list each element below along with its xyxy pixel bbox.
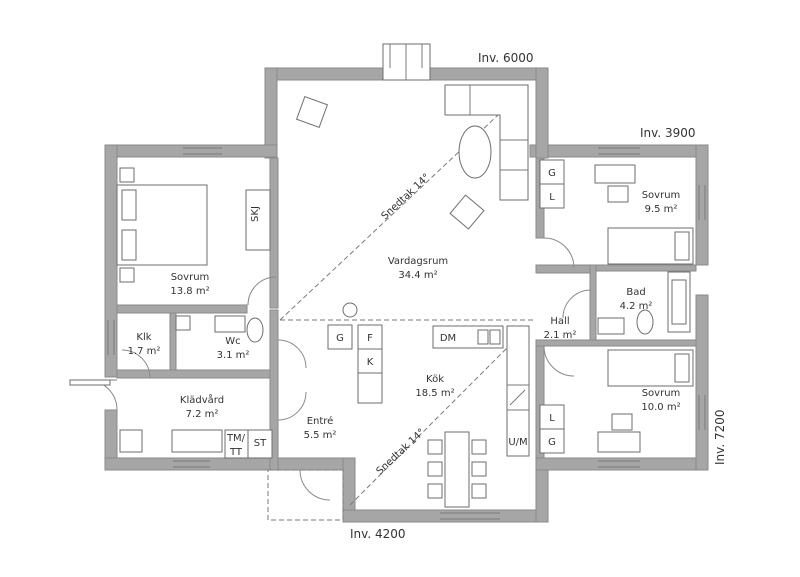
room-hall-area: 2.1 m² — [544, 330, 577, 341]
slope-lines — [279, 84, 536, 506]
fixture-st: ST — [254, 438, 267, 449]
fixture-l-right-bottom: L — [549, 413, 555, 424]
room-sovrum-left-name: Sovrum — [171, 272, 210, 283]
fixture-skj: SKJ — [250, 206, 261, 222]
wet-rooms — [119, 271, 691, 459]
fixture-g-right-top: G — [548, 168, 556, 179]
terrace-doors — [382, 43, 431, 81]
bedroom-right-furniture — [539, 159, 694, 454]
dimension-top: Inv. 6000 — [478, 51, 533, 65]
fixture-k: K — [367, 357, 374, 368]
dimension-right-upper: Inv. 3900 — [640, 126, 695, 140]
fixture-f: F — [367, 333, 373, 344]
room-kladvard-area: 7.2 m² — [186, 409, 219, 420]
room-hall-name: Hall — [550, 316, 569, 327]
room-kok-name: Kök — [426, 374, 444, 385]
dimension-bottom: Inv. 4200 — [350, 527, 405, 541]
room-sovrum-left-area: 13.8 m² — [170, 286, 209, 297]
room-wc-area: 3.1 m² — [217, 350, 250, 361]
outer-walls — [104, 67, 709, 523]
room-klk-name: Klk — [136, 332, 151, 343]
fixture-l-right-top: L — [549, 192, 555, 203]
room-bad-name: Bad — [626, 287, 645, 298]
slope-label-lower: Snedtak 14° — [375, 427, 428, 477]
kitchen-fixtures — [327, 324, 530, 508]
room-klk-area: 1.7 m² — [128, 346, 161, 357]
room-vardagsrum-name: Vardagsrum — [388, 256, 448, 267]
fixture-um: U/M — [508, 437, 527, 448]
room-sovrum-right-bottom-area: 10.0 m² — [641, 402, 680, 413]
room-kladvard-name: Klädvård — [180, 393, 224, 406]
fixture-dm: DM — [440, 333, 456, 344]
room-sovrum-right-top-name: Sovrum — [642, 190, 681, 201]
bedroom-left-furniture — [116, 167, 271, 283]
slope-label-upper: Snedtak 14° — [380, 172, 433, 222]
room-vardagsrum-area: 34.4 m² — [398, 270, 437, 281]
room-entre-area: 5.5 m² — [304, 430, 337, 441]
living-furniture — [295, 84, 529, 318]
fixture-g-kitchen: G — [336, 333, 344, 344]
fixture-tm-bottom: TT — [229, 447, 243, 458]
door-swings — [69, 237, 592, 521]
room-wc-name: Wc — [225, 336, 240, 347]
room-kok-area: 18.5 m² — [415, 388, 454, 399]
room-sovrum-right-top-area: 9.5 m² — [645, 204, 678, 215]
windows — [107, 147, 706, 520]
fixture-tm-top: TM/ — [226, 433, 246, 444]
room-bad-area: 4.2 m² — [620, 301, 653, 312]
room-sovrum-right-bottom-name: Sovrum — [642, 388, 681, 399]
fixture-g-right-bottom: G — [548, 437, 556, 448]
dimension-right-vertical: Inv. 7200 — [713, 410, 727, 465]
room-entre-name: Entré — [307, 415, 334, 427]
